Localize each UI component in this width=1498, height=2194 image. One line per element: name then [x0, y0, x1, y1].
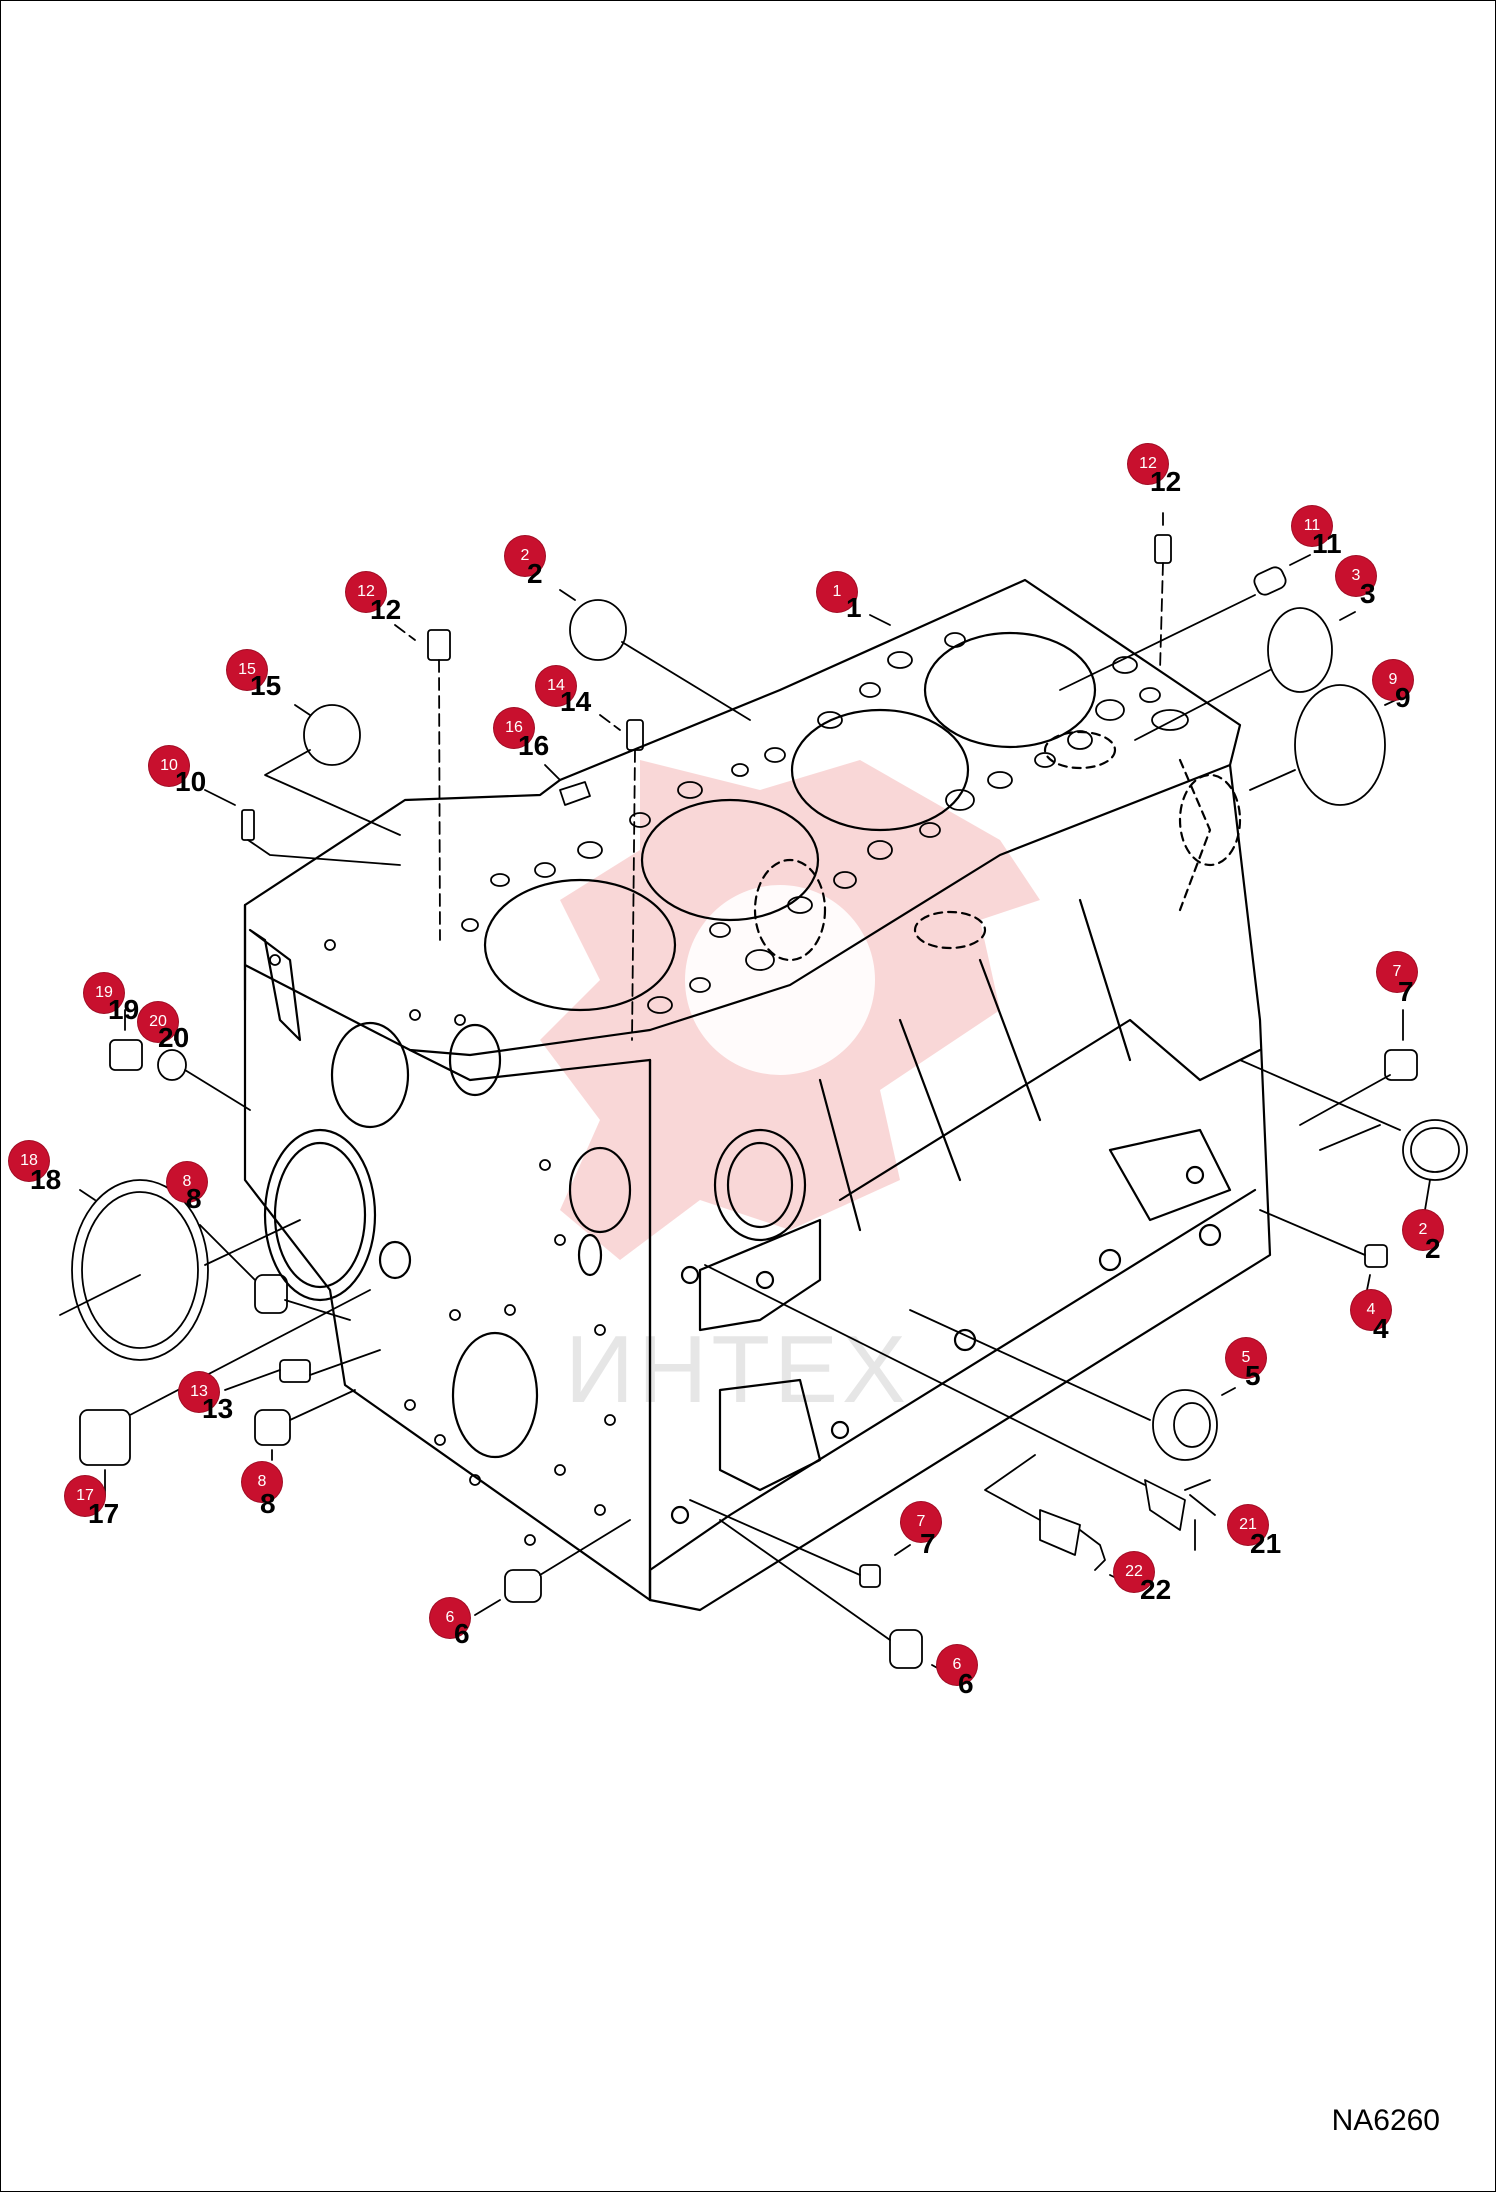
- callout-badge-3[interactable]: 3: [1336, 556, 1376, 596]
- callout-badge-19[interactable]: 19: [84, 973, 124, 1013]
- callout-badge-10[interactable]: 10: [149, 746, 189, 786]
- callout-badge-9[interactable]: 9: [1373, 660, 1413, 700]
- callout-label-5: 5: [1245, 1360, 1261, 1391]
- callout-badge-17[interactable]: 17: [65, 1476, 105, 1516]
- callout-label-7: 7: [920, 1528, 936, 1559]
- callout-badge-13[interactable]: 13: [179, 1372, 219, 1412]
- callout-label-3: 3: [1360, 578, 1376, 609]
- callout-label-8: 8: [260, 1488, 276, 1519]
- callout-badge-6[interactable]: 6: [430, 1598, 470, 1638]
- callout-label-11: 11: [1312, 528, 1342, 559]
- callout-badge-21[interactable]: 21: [1228, 1505, 1268, 1545]
- diagram-code: NA6260: [1331, 2104, 1440, 2137]
- callout-badge-12[interactable]: 12: [346, 572, 386, 612]
- callout-label-15: 15: [250, 670, 282, 701]
- callout-badge-16[interactable]: 16: [494, 708, 534, 748]
- callout-badge-7[interactable]: 7: [1377, 952, 1417, 992]
- callout-label-7: 7: [1398, 976, 1414, 1007]
- callout-badge-6[interactable]: 6: [937, 1645, 977, 1685]
- callout-badge-8[interactable]: 8: [242, 1462, 282, 1502]
- callout-label-19: 19: [108, 994, 140, 1025]
- callout-label-22: 22: [1140, 1574, 1172, 1605]
- callout-label-9: 9: [1395, 682, 1411, 713]
- callout-label-6: 6: [454, 1618, 470, 1649]
- callout-badge-12[interactable]: 12: [1128, 444, 1168, 484]
- callout-label-6: 6: [958, 1668, 974, 1699]
- callout-badge-5[interactable]: 5: [1226, 1338, 1266, 1378]
- cylinder-head-deck: [243, 578, 1242, 1082]
- callout-label-20: 20: [158, 1022, 190, 1053]
- callout-label-13: 13: [202, 1393, 234, 1424]
- callout-label-4: 4: [1373, 1313, 1389, 1344]
- callout-badge-7[interactable]: 7: [901, 1502, 941, 1542]
- callout-label-2: 2: [1425, 1233, 1441, 1264]
- callout-label-10: 10: [175, 766, 207, 797]
- callout-badge-15[interactable]: 15: [227, 650, 267, 690]
- watermark-text: ИНТЕХ: [565, 1316, 911, 1423]
- callout-label-1: 1: [846, 592, 862, 623]
- callout-label-21: 21: [1250, 1528, 1282, 1559]
- callout-label-2: 2: [527, 558, 543, 589]
- callout-label-17: 17: [88, 1498, 120, 1529]
- callout-badge-14[interactable]: 14: [536, 666, 576, 706]
- callout-badge-11[interactable]: 11: [1292, 506, 1332, 546]
- callout-badge-22[interactable]: 22: [1114, 1552, 1154, 1592]
- callout-label-18: 18: [30, 1164, 62, 1195]
- callout-label-8: 8: [186, 1183, 202, 1214]
- callout-badge-8[interactable]: 8: [167, 1162, 207, 1202]
- callout-label-14: 14: [560, 686, 592, 717]
- callout-label-12: 12: [1150, 466, 1182, 497]
- callout-badge-2[interactable]: 2: [1403, 1210, 1443, 1250]
- callout-label-16: 16: [518, 730, 550, 761]
- callout-badge-18[interactable]: 18: [9, 1141, 49, 1181]
- callout-badge-2[interactable]: 2: [505, 536, 545, 576]
- callout-badge-20[interactable]: 20: [138, 1002, 178, 1042]
- callout-badge-1[interactable]: 1: [817, 572, 857, 612]
- callout-badge-4[interactable]: 4: [1351, 1290, 1391, 1330]
- callout-label-12: 12: [370, 594, 402, 625]
- block-side-face: [648, 730, 1272, 1612]
